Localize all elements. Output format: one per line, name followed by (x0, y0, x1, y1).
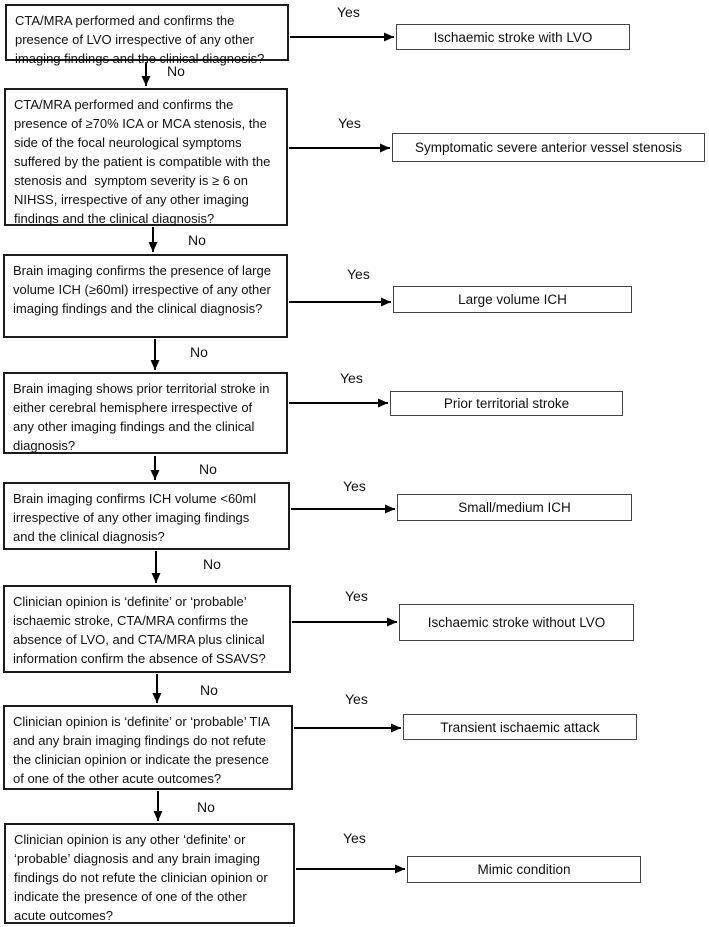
decision-text: Clinician opinion is ‘definite’ or ‘prob… (13, 714, 270, 786)
outcome-text: Prior territorial stroke (443, 396, 570, 411)
decision-text: Brain imaging shows prior territorial st… (13, 381, 270, 453)
outcome-text: Mimic condition (477, 862, 571, 877)
no-label: No (197, 799, 215, 815)
decision-box: Brain imaging shows prior territorial st… (3, 372, 288, 454)
outcome-text: Large volume ICH (458, 292, 567, 307)
yes-label: Yes (345, 691, 368, 707)
outcome-box: Large volume ICH (393, 286, 632, 313)
outcome-text: Symptomatic severe anterior vessel steno… (414, 140, 683, 155)
no-label: No (167, 63, 185, 79)
outcome-box: Ischaemic stroke with LVO (396, 24, 630, 50)
outcome-box: Small/medium ICH (397, 494, 632, 521)
no-label: No (199, 461, 217, 477)
decision-text: Clinician opinion is any other ‘definite… (14, 832, 268, 923)
yes-label: Yes (340, 370, 363, 386)
yes-label: Yes (338, 115, 361, 131)
decision-text: Brain imaging confirms ICH volume <60ml … (13, 491, 257, 544)
decision-text: CTA/MRA performed and confirms the prese… (15, 13, 265, 66)
yes-label: Yes (337, 4, 360, 20)
decision-box: CTA/MRA performed and confirms the prese… (4, 88, 288, 226)
decision-box: Brain imaging confirms the presence of l… (3, 254, 288, 338)
decision-box: Clinician opinion is ‘definite’ or ‘prob… (3, 705, 293, 790)
decision-box: Clinician opinion is any other ‘definite… (4, 823, 295, 924)
decision-box: CTA/MRA performed and confirms the prese… (5, 4, 289, 66)
outcome-box: Symptomatic severe anterior vessel steno… (392, 133, 705, 162)
decision-box: Brain imaging confirms ICH volume <60ml … (3, 482, 290, 550)
outcome-box: Ischaemic stroke without LVO (399, 604, 634, 641)
outcome-box: Mimic condition (407, 856, 641, 883)
yes-label: Yes (347, 266, 370, 282)
outcome-text: Ischaemic stroke with LVO (433, 29, 593, 45)
yes-label: Yes (343, 478, 366, 494)
decision-text: CTA/MRA performed and confirms the prese… (14, 97, 271, 226)
outcome-box: Transient ischaemic attack (403, 714, 637, 740)
outcome-text: Transient ischaemic attack (440, 719, 600, 735)
no-label: No (200, 682, 218, 698)
no-label: No (188, 232, 206, 248)
decision-box: Clinician opinion is ‘definite’ or ‘prob… (3, 585, 291, 673)
yes-label: Yes (343, 830, 366, 846)
decision-text: Brain imaging confirms the presence of l… (13, 263, 271, 316)
outcome-box: Prior territorial stroke (390, 391, 623, 416)
no-label: No (203, 556, 221, 572)
outcome-text: Ischaemic stroke without LVO (427, 615, 606, 630)
decision-text: Clinician opinion is ‘definite’ or ‘prob… (13, 594, 266, 666)
no-label: No (190, 344, 208, 360)
yes-label: Yes (345, 588, 368, 604)
outcome-text: Small/medium ICH (458, 500, 571, 515)
